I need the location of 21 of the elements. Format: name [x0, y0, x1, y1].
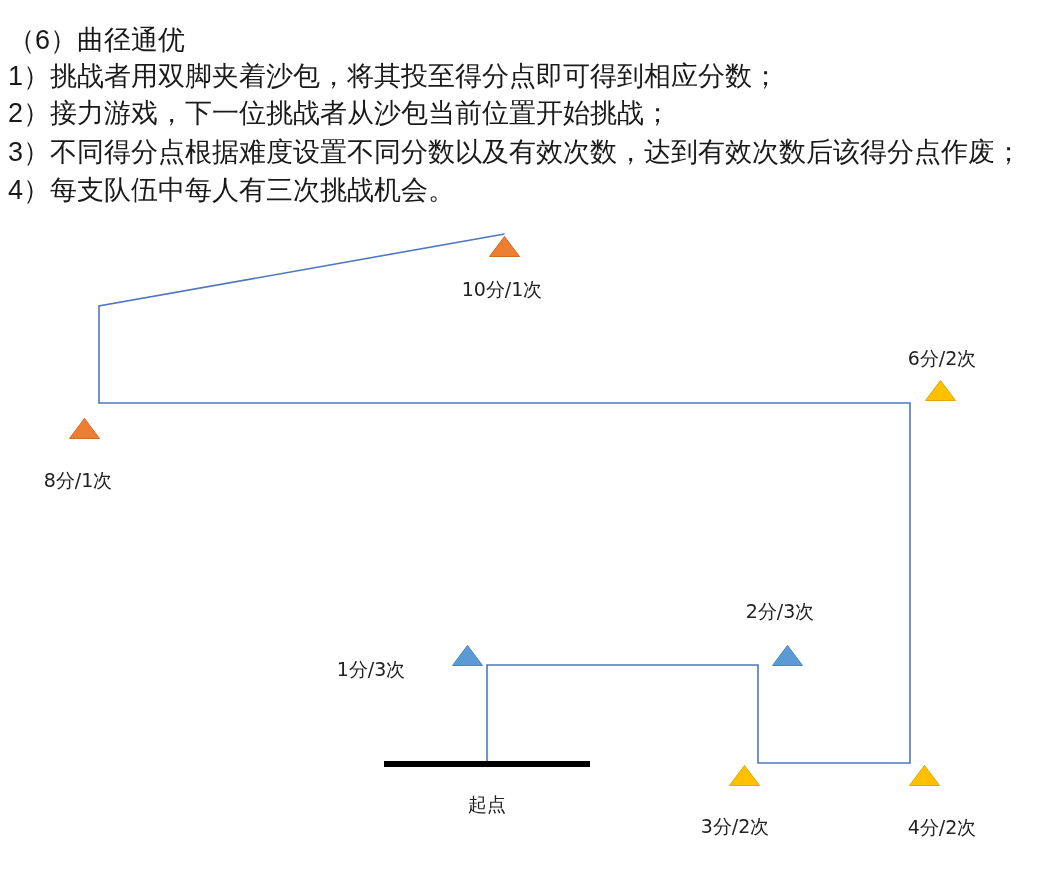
rule-text: 2）接力游戏，下一位挑战者从沙包当前位置开始挑战；: [8, 97, 672, 130]
triangle-marker: [772, 645, 803, 666]
score-label: 10分/1次: [461, 278, 543, 300]
triangle-marker: [489, 236, 520, 257]
route-line: [98, 233, 911, 764]
rule-text: 3）不同得分点根据难度设置不同分数以及有效次数，达到有效次数后该得分点作废；: [8, 136, 1023, 169]
triangle-marker: [925, 380, 956, 401]
triangle-marker: [452, 645, 483, 666]
score-label: 2分/3次: [745, 600, 815, 622]
score-label: 6分/2次: [907, 347, 977, 369]
rule-text: 1）挑战者用双脚夹着沙包，将其投至得分点即可得到相应分数；: [8, 60, 780, 93]
score-label: 8分/1次: [43, 469, 113, 491]
triangle-marker: [909, 765, 940, 786]
triangle-marker: [729, 765, 760, 786]
score-label: 1分/3次: [336, 658, 406, 680]
score-label: 4分/2次: [907, 816, 977, 838]
triangle-marker: [69, 418, 100, 439]
start-label: 起点: [468, 793, 506, 815]
score-label: 3分/2次: [700, 815, 770, 837]
rule-text: 4）每支队伍中每人有三次挑战机会。: [8, 174, 456, 207]
heading: （6）曲径通优: [8, 24, 186, 57]
